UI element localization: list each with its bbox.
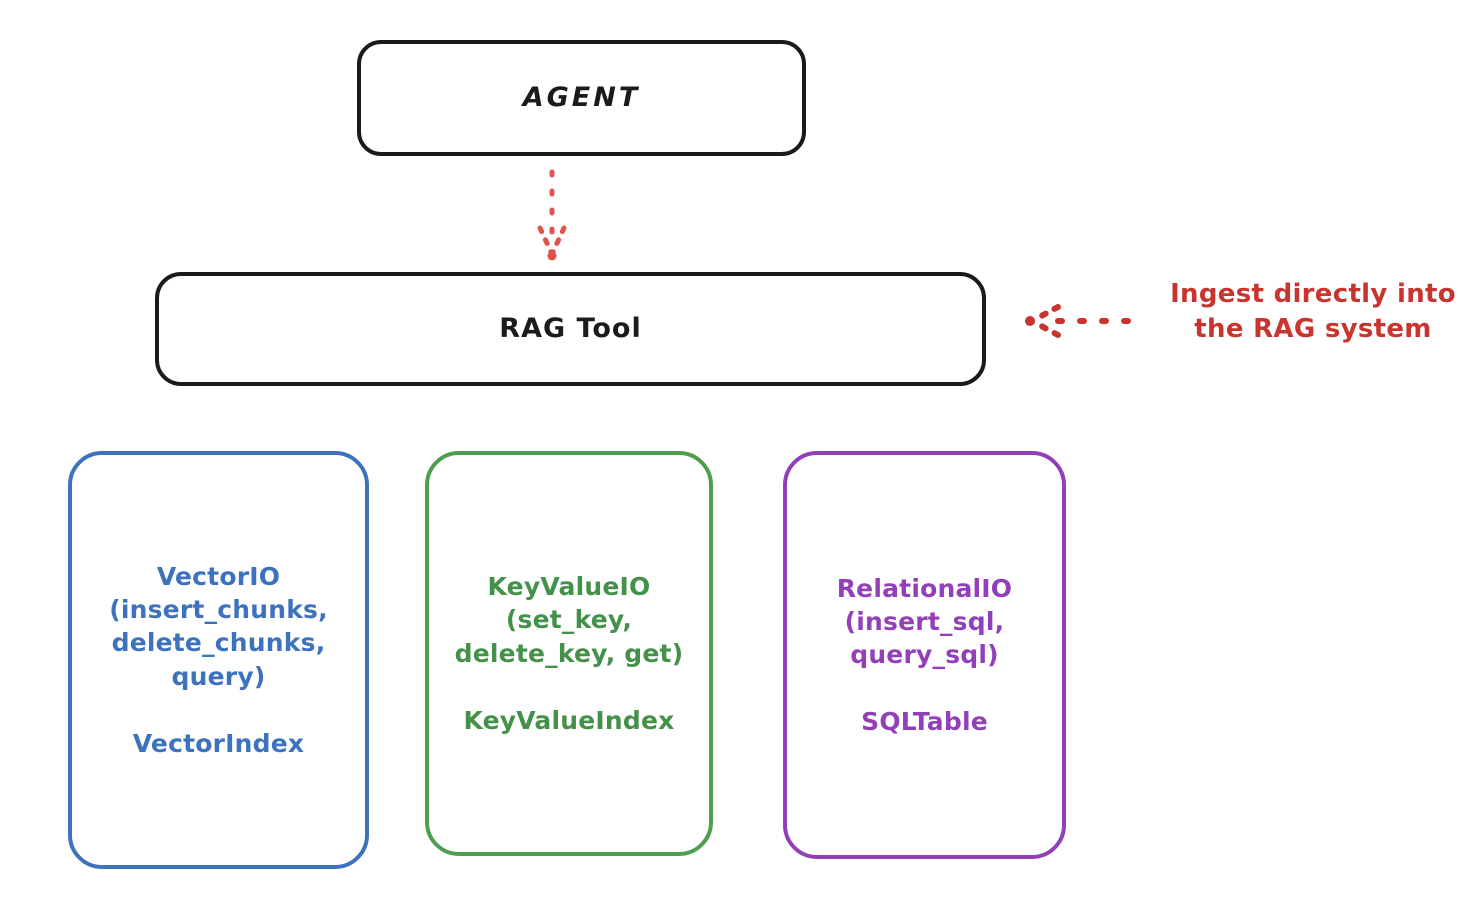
node-agent-label: AGENT: [522, 81, 641, 113]
agent-to-rag-arrowhead-left: [537, 225, 554, 255]
key-value-io-content: KeyValueIO (set_key, delete_key, get) Ke…: [429, 570, 709, 737]
node-rag-tool[interactable]: RAG Tool: [155, 272, 986, 386]
ingest-arrow-tip: [1025, 316, 1035, 326]
ingest-arrowhead-bottom: [1031, 319, 1061, 338]
node-rag-tool-label: RAG Tool: [499, 312, 642, 344]
connector-agent-to-rag-tool: [537, 169, 567, 261]
key-value-io-api-label: KeyValueIO (set_key, delete_key, get): [454, 572, 684, 668]
ingest-arrowhead-top: [1031, 304, 1061, 323]
key-value-io-index-label: KeyValueIndex: [463, 705, 675, 735]
relational-io-index-label: SQLTable: [861, 707, 988, 737]
annotation-ingest-text: Ingest directly into the RAG system: [1170, 279, 1456, 344]
node-agent[interactable]: AGENT: [357, 40, 806, 156]
agent-to-rag-arrowhead-right: [550, 225, 567, 255]
vector-io-api-label: VectorIO (insert_chunks, delete_chunks, …: [109, 561, 328, 691]
relational-io-content: RelationalIO (insert_sql, query_sql) SQL…: [787, 572, 1062, 739]
node-relational-io[interactable]: RelationalIO (insert_sql, query_sql) SQL…: [783, 451, 1066, 859]
node-key-value-io[interactable]: KeyValueIO (set_key, delete_key, get) Ke…: [425, 451, 713, 856]
node-vector-io[interactable]: VectorIO (insert_chunks, delete_chunks, …: [68, 451, 369, 869]
vector-io-index-label: VectorIndex: [132, 728, 305, 758]
relational-io-api-label: RelationalIO (insert_sql, query_sql): [836, 573, 1013, 670]
agent-to-rag-arrow-tip: [547, 251, 557, 261]
connector-ingest-to-rag-tool: [1025, 304, 1131, 338]
vector-io-content: VectorIO (insert_chunks, delete_chunks, …: [72, 560, 365, 760]
